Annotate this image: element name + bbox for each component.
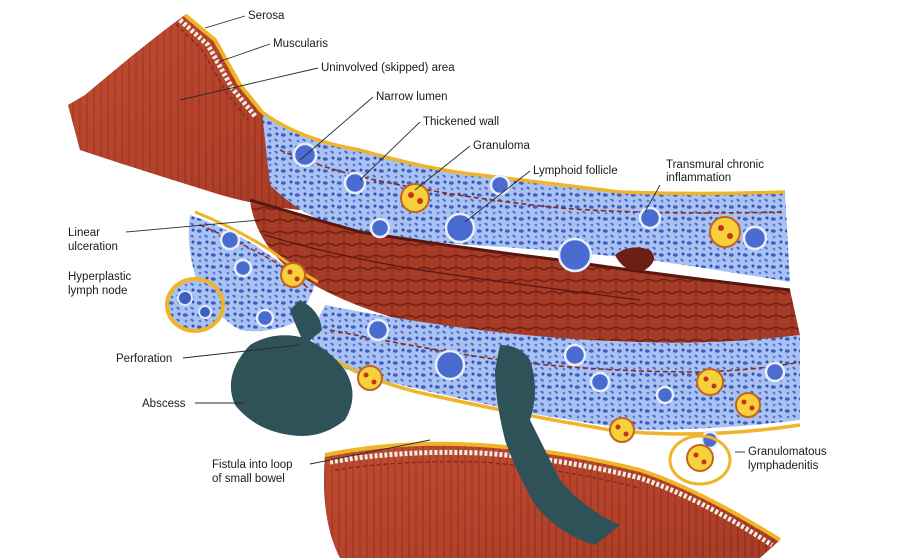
label-granulomatous-line2: lymphadenitis <box>748 460 819 472</box>
labels: Serosa Muscularis Uninvolved (skipped) a… <box>68 10 827 485</box>
narrowed-lumen <box>249 198 800 347</box>
upper-bowel-segment <box>68 13 325 210</box>
label-linear-ulceration-line2: ulceration <box>68 241 118 253</box>
label-thickened-wall: Thickened wall <box>423 116 499 128</box>
thickened-wall-upper <box>260 110 790 282</box>
label-narrow-lumen: Narrow lumen <box>376 91 448 103</box>
label-lymphoid-follicle: Lymphoid follicle <box>533 165 618 177</box>
leader-lines <box>125 15 745 465</box>
label-muscularis: Muscularis <box>273 38 328 50</box>
label-transmural-line2: inflammation <box>666 172 731 184</box>
label-fistula-line1: Fistula into loop <box>212 459 293 471</box>
label-serosa: Serosa <box>248 10 285 22</box>
label-granuloma: Granuloma <box>473 140 530 152</box>
label-transmural-line1: Transmural chronic <box>666 159 764 171</box>
label-hyperplastic-line1: Hyperplastic <box>68 271 132 283</box>
granulomas <box>280 183 761 472</box>
granulomatous-lymph-node <box>668 434 732 486</box>
label-uninvolved-area: Uninvolved (skipped) area <box>321 62 455 74</box>
lymphoid-follicles <box>219 142 786 450</box>
label-granulomatous-line1: Granulomatous <box>748 446 827 458</box>
label-fistula-line2: of small bowel <box>212 473 285 485</box>
abscess-and-fistula <box>230 300 620 545</box>
label-perforation: Perforation <box>116 353 172 365</box>
label-abscess: Abscess <box>142 398 186 410</box>
label-hyperplastic-line2: lymph node <box>68 285 127 297</box>
label-linear-ulceration-line1: Linear <box>68 227 100 239</box>
hyperplastic-lymph-node <box>165 277 225 333</box>
